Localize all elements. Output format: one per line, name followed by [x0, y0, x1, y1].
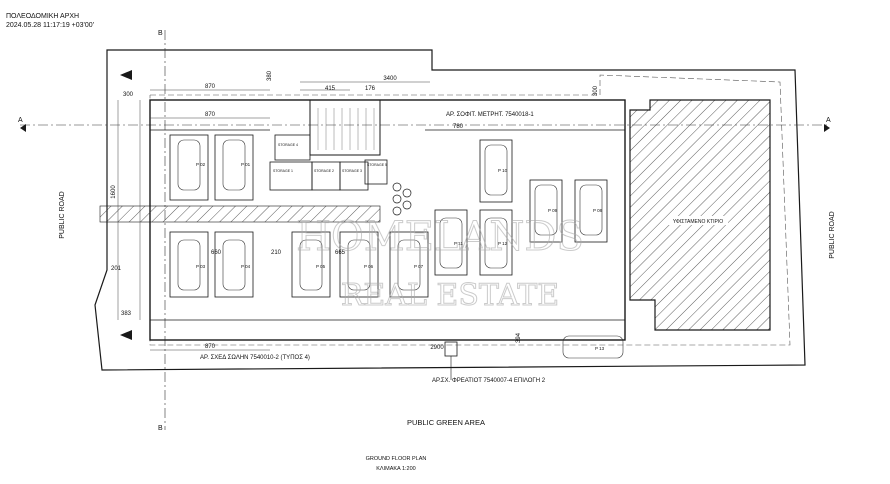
parking-label: P 11: [454, 241, 463, 246]
stair-core: [309, 99, 381, 156]
dimension-text: 2900: [430, 345, 444, 351]
dimension-text: 780: [453, 124, 464, 130]
dimension-text: 665: [335, 250, 346, 256]
section-marker: B: [158, 30, 163, 37]
dimension-text: 380: [267, 70, 273, 81]
parking-label: P 01: [241, 162, 251, 167]
note-text: ΑΡ.ΣΧ. ΦΡΕΑΤΙΟΤ 7540007-4 ΕΠΙΛΟΓΗ 2: [432, 378, 546, 384]
dimension-text: 870: [205, 344, 216, 350]
entrance-arrow-icon: [120, 70, 132, 80]
entrance-arrow-icon: [120, 330, 132, 340]
dimension-text: 415: [325, 86, 336, 92]
parking-label: P 07: [414, 264, 424, 269]
dimension-text: 870: [205, 84, 216, 90]
parking-bays-upper: [169, 134, 608, 243]
watermark-text: HOMELANDS: [296, 214, 584, 260]
storage-label: STORAGE 1: [273, 169, 293, 173]
dimension-text: 210: [271, 250, 282, 256]
green-area-label: PUBLIC GREEN AREA: [407, 418, 485, 427]
dimension-text: 870: [205, 112, 216, 118]
car-symbols: [177, 139, 624, 359]
existing-building-label: ΥΦΙΣΤΑΜΕΝΟ ΚΤΙΡΙΟ: [673, 219, 723, 225]
parking-label: P 09: [548, 208, 558, 213]
note-text: ΑΡ. ΣΧΕΔ ΣΩΛΗΝ 7540010-2 (ΤΥΠΟΣ 4): [200, 355, 310, 361]
road-label-left: PUBLIC ROAD: [59, 191, 66, 238]
parking-label: P 03: [196, 264, 206, 269]
dimension-text: 1600: [111, 185, 117, 199]
section-marker: A: [826, 117, 831, 124]
manhole: [444, 341, 458, 357]
section-marker: A: [18, 117, 23, 124]
header-authority: ΠΟΛΕΟΔΟΜΙΚΗ ΑΡΧΗ: [6, 13, 80, 20]
dimension-lines: [117, 81, 430, 351]
storage-label: STORAGE 4: [278, 143, 298, 147]
storage-label: STORAGE 5: [367, 163, 387, 167]
storage-room: [274, 134, 311, 161]
storage-room: [339, 161, 369, 191]
road-label-right: PUBLIC ROAD: [829, 211, 836, 258]
stair-treads: [317, 108, 375, 150]
dimension-text: 394: [516, 332, 522, 343]
parking-label: P 12: [498, 241, 508, 246]
storage-room: [311, 161, 341, 191]
note-text: ΑΡ. ΣΟΦΙΤ. ΜΕΤΡΗΤ. 7540018-1: [446, 112, 534, 118]
setback-line: [149, 74, 791, 346]
section-marker: B: [158, 425, 163, 432]
plan-scale: ΚΛΙΜΑΚΑ 1:200: [376, 466, 415, 472]
watermark-text: REAL ESTATE: [341, 278, 559, 313]
existing-building: [629, 99, 771, 331]
dimension-text: 383: [121, 311, 132, 317]
tank-circles: [392, 182, 412, 216]
dimension-text: 176: [365, 86, 376, 92]
storage-label: STORAGE 3: [342, 169, 362, 173]
existing-building-label-bg: [668, 216, 728, 225]
parking-label: P 08: [593, 208, 603, 213]
dimension-text: 300: [123, 92, 134, 98]
parking-bays-lower: [169, 209, 513, 298]
storage-room: [364, 159, 388, 185]
section-arrow-icon: [824, 124, 830, 132]
dimension-text: 201: [111, 266, 122, 272]
dimension-text: 300: [593, 85, 599, 96]
dimension-text: 660: [211, 250, 222, 256]
section-arrow-icon: [20, 124, 26, 132]
plan-title: GROUND FLOOR PLAN: [366, 456, 427, 462]
parking-label: P 13: [595, 346, 605, 351]
storage-label: STORAGE 2: [314, 169, 334, 173]
header-timestamp: 2024.05.28 11:17:19 +03'00': [6, 22, 94, 29]
parking-label: P 02: [196, 162, 206, 167]
parking-label: P 04: [241, 264, 251, 269]
walkway: [99, 205, 381, 223]
parking-label: P 06: [364, 264, 374, 269]
plot-boundary: [94, 49, 806, 371]
storage-room: [269, 161, 313, 191]
dimension-text: 3400: [383, 76, 397, 82]
parking-label: P 05: [316, 264, 326, 269]
parking-label: P 10: [498, 168, 508, 173]
